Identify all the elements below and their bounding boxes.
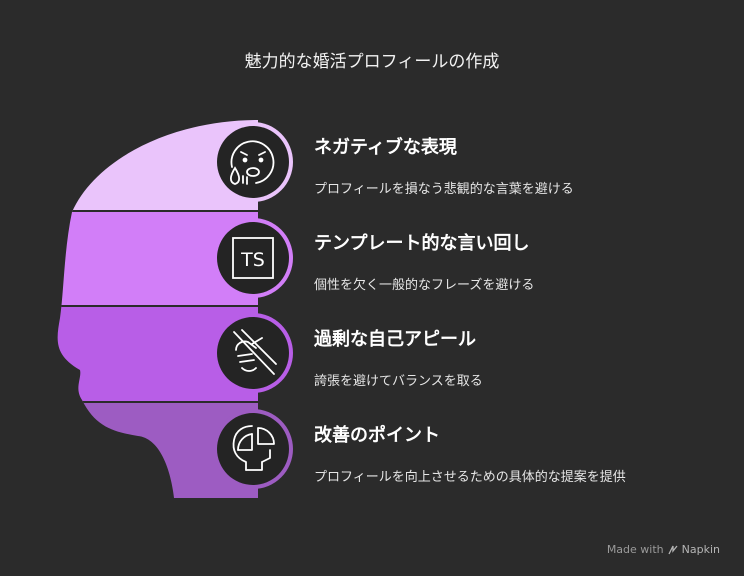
hand-pointer-icon — [233, 329, 277, 375]
footer-made-with: Made with — [606, 543, 664, 556]
head-chart-icon — [232, 425, 275, 471]
item-negative-expressions: ネガティブな表現 プロフィールを損なう悲観的な言葉を避ける — [314, 133, 574, 197]
item-template-phrases: テンプレート的な言い回し 個性を欠く一般的なフレーズを避ける — [314, 229, 534, 293]
item-excessive-self-promotion: 過剰な自己アピール 誇張を避けてバランスを取る — [314, 325, 483, 389]
item-desc: プロフィールを向上させるための具体的な提案を提供 — [314, 470, 626, 485]
svg-text:TS: TS — [240, 249, 265, 271]
footer-brand: Napkin — [681, 543, 720, 556]
item-title: テンプレート的な言い回し — [314, 233, 530, 254]
item-title: 改善のポイント — [314, 425, 440, 446]
napkin-logo-icon — [668, 545, 678, 554]
item-desc: 個性を欠く一般的なフレーズを避ける — [314, 278, 535, 293]
item-desc: 誇張を避けてバランスを取る — [314, 374, 483, 389]
item-title: 過剰な自己アピール — [314, 329, 476, 350]
ts-template-icon: TS — [232, 237, 274, 279]
item-title: ネガティブな表現 — [314, 137, 457, 158]
sad-face-icon — [229, 140, 275, 185]
item-desc: プロフィールを損なう悲観的な言葉を避ける — [314, 182, 574, 197]
item-improvement-points: 改善のポイント プロフィールを向上させるための具体的な提案を提供 — [314, 421, 626, 485]
page-title: 魅力的な婚活プロフィールの作成 — [244, 52, 500, 72]
footer-credit: Made with Napkin — [607, 543, 720, 556]
